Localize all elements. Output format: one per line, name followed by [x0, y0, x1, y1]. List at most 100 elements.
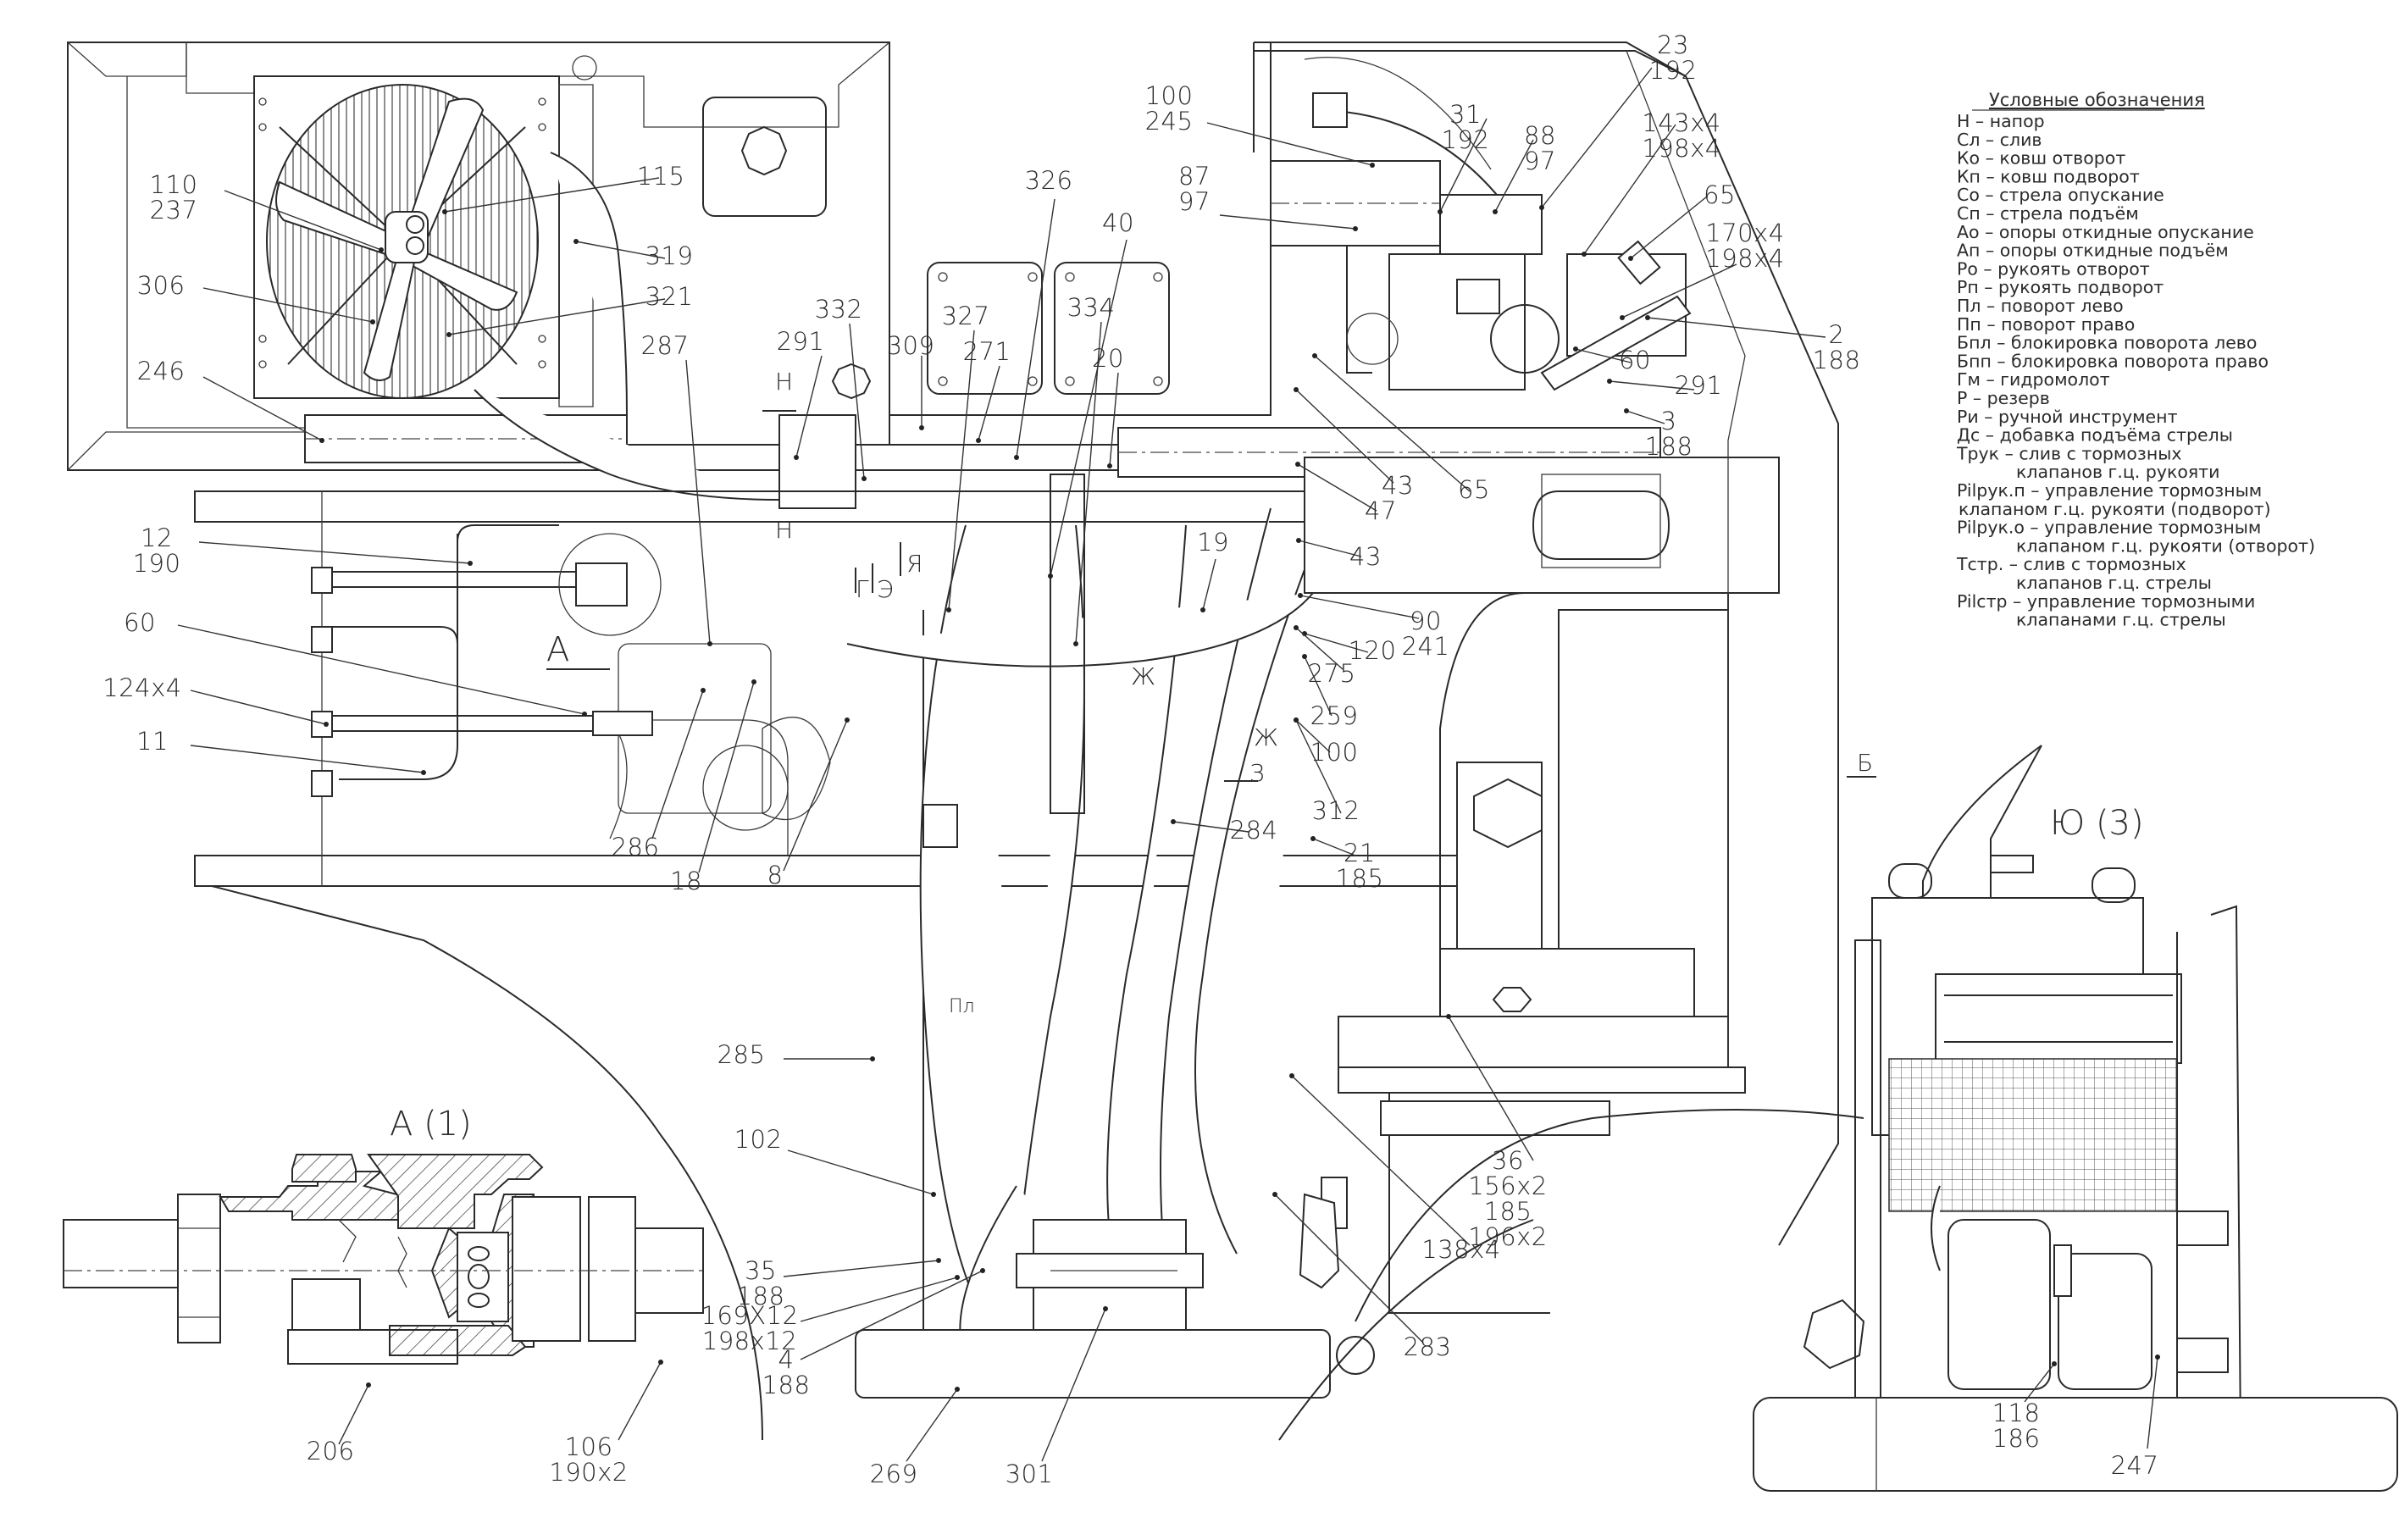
callout-text: 138x4 [1421, 1235, 1500, 1264]
leader-dot [980, 1268, 985, 1273]
leader-line [1295, 719, 1342, 814]
callout-text: 188 [737, 1282, 785, 1310]
callout-20: 20 [1092, 344, 1123, 468]
leader-line [1314, 355, 1471, 492]
callout-text: 334 [1067, 293, 1116, 322]
leader-line [1630, 196, 1708, 259]
leader-dot [1294, 625, 1299, 630]
leader-line [618, 1361, 662, 1441]
callout-text: 11 [136, 727, 169, 756]
callout-11: 11 [136, 727, 426, 775]
callout-text: 332 [815, 295, 863, 324]
callout-text: 237 [150, 196, 198, 224]
legend-entry: Ап – опоры откидные подъём [1957, 241, 2229, 261]
legend-entry: Рп – рукоять подворот [1957, 277, 2164, 297]
section-marker-g: Г [856, 575, 869, 603]
leader-dot [1294, 717, 1299, 723]
callout-text: 206 [307, 1437, 355, 1465]
leader-line [1541, 67, 1653, 208]
fan-shroud-holes [258, 97, 546, 368]
callout-text: 309 [887, 331, 935, 360]
leader-line [906, 1388, 958, 1462]
callout-text: 60 [124, 608, 156, 637]
callout-312: 312 [1294, 717, 1360, 825]
leader-dot [319, 438, 324, 443]
leader-line [202, 287, 374, 323]
section-marker-zh-1: Ж [1131, 662, 1155, 690]
callout-text: 102 [734, 1125, 783, 1154]
legend-entry: Pilрук.п – управление тормозным [1957, 480, 2262, 501]
callout-43b: 43 [1296, 538, 1381, 571]
leader-dot [955, 1387, 960, 1392]
leader-dot [931, 1192, 936, 1197]
legend-entry: Сп – стрела подъём [1957, 203, 2139, 224]
callout-text: 97 [1524, 147, 1556, 175]
legend-entry: Бпп – блокировка поворота право [1957, 351, 2269, 371]
leader-dot [1014, 455, 1019, 460]
leader-dot [1289, 1073, 1294, 1078]
callout-102: 102 [734, 1125, 936, 1197]
callout-text: 275 [1308, 659, 1356, 688]
leader-line [1075, 321, 1102, 645]
callout-120: 120 [1302, 631, 1396, 665]
callout-text: 196x2 [1468, 1222, 1547, 1251]
legend-entry: Ко – ковш отворот [1957, 148, 2125, 169]
callout-291b: 291 [1607, 371, 1722, 400]
callout-text: 21 [1344, 839, 1376, 867]
callout-60a: 60 [1573, 346, 1651, 374]
callout-text: 19 [1197, 528, 1229, 557]
leader-line [1172, 821, 1249, 833]
engine-block [1278, 457, 1864, 1441]
callout-text: 327 [942, 302, 990, 330]
callout-text: 118 [1992, 1399, 2041, 1427]
callout-text: 306 [137, 271, 186, 300]
section-markers: Н Н А Г Э Я Ж Ж З Б Пл [546, 368, 1876, 1017]
callout-332: 332 [815, 295, 867, 481]
section-marker-a: А [546, 630, 569, 669]
callout-text: 40 [1102, 208, 1134, 237]
legend-title: Условные обозначения [1989, 90, 2205, 110]
callout-text: 285 [717, 1040, 766, 1069]
callout-text: 188 [1813, 346, 1861, 374]
leader-dot [845, 717, 850, 723]
legend-entry: Сл – слив [1957, 130, 2042, 150]
legend-entry: Тстр. – слив с тормозных [1956, 554, 2186, 574]
callout-18: 18 [670, 679, 756, 895]
callout-text: 291 [777, 327, 825, 356]
leader-line [1299, 595, 1420, 619]
leader-dot [1298, 593, 1303, 598]
leader-dot [946, 607, 951, 612]
callout-text: 188 [762, 1371, 811, 1399]
section-marker-ya: Я [906, 550, 922, 578]
callout-text: 321 [645, 282, 694, 311]
callout-text: 23 [1657, 30, 1689, 59]
callout-text: 271 [963, 337, 1011, 366]
callout-text: 87 [1178, 162, 1211, 191]
leader-line [800, 1277, 958, 1322]
callout-43a: 43 [1294, 387, 1413, 500]
leader-dot [751, 679, 756, 684]
leader-dot [442, 209, 447, 214]
section-marker-e: Э [877, 575, 894, 603]
leader-dot [1624, 408, 1629, 413]
leader-dot [1645, 315, 1650, 320]
leader-line [1609, 380, 1695, 391]
legend-entry: клапаном г.ц. рукояти (подворот) [1959, 499, 2271, 519]
center-hose-bundle [846, 474, 1331, 1399]
leader-dot [870, 1056, 875, 1061]
callout-text: 88 [1524, 121, 1556, 150]
callout-text: 291 [1675, 371, 1723, 400]
leader-line [1219, 214, 1356, 230]
leader-line [2024, 1363, 2055, 1403]
leader-line [1295, 719, 1331, 753]
callout-text: 115 [637, 162, 685, 191]
callout-text: 60 [1619, 346, 1651, 374]
straight-pipes-bank [330, 524, 611, 780]
leader-dot [446, 332, 452, 337]
cooling-fan [266, 84, 539, 399]
